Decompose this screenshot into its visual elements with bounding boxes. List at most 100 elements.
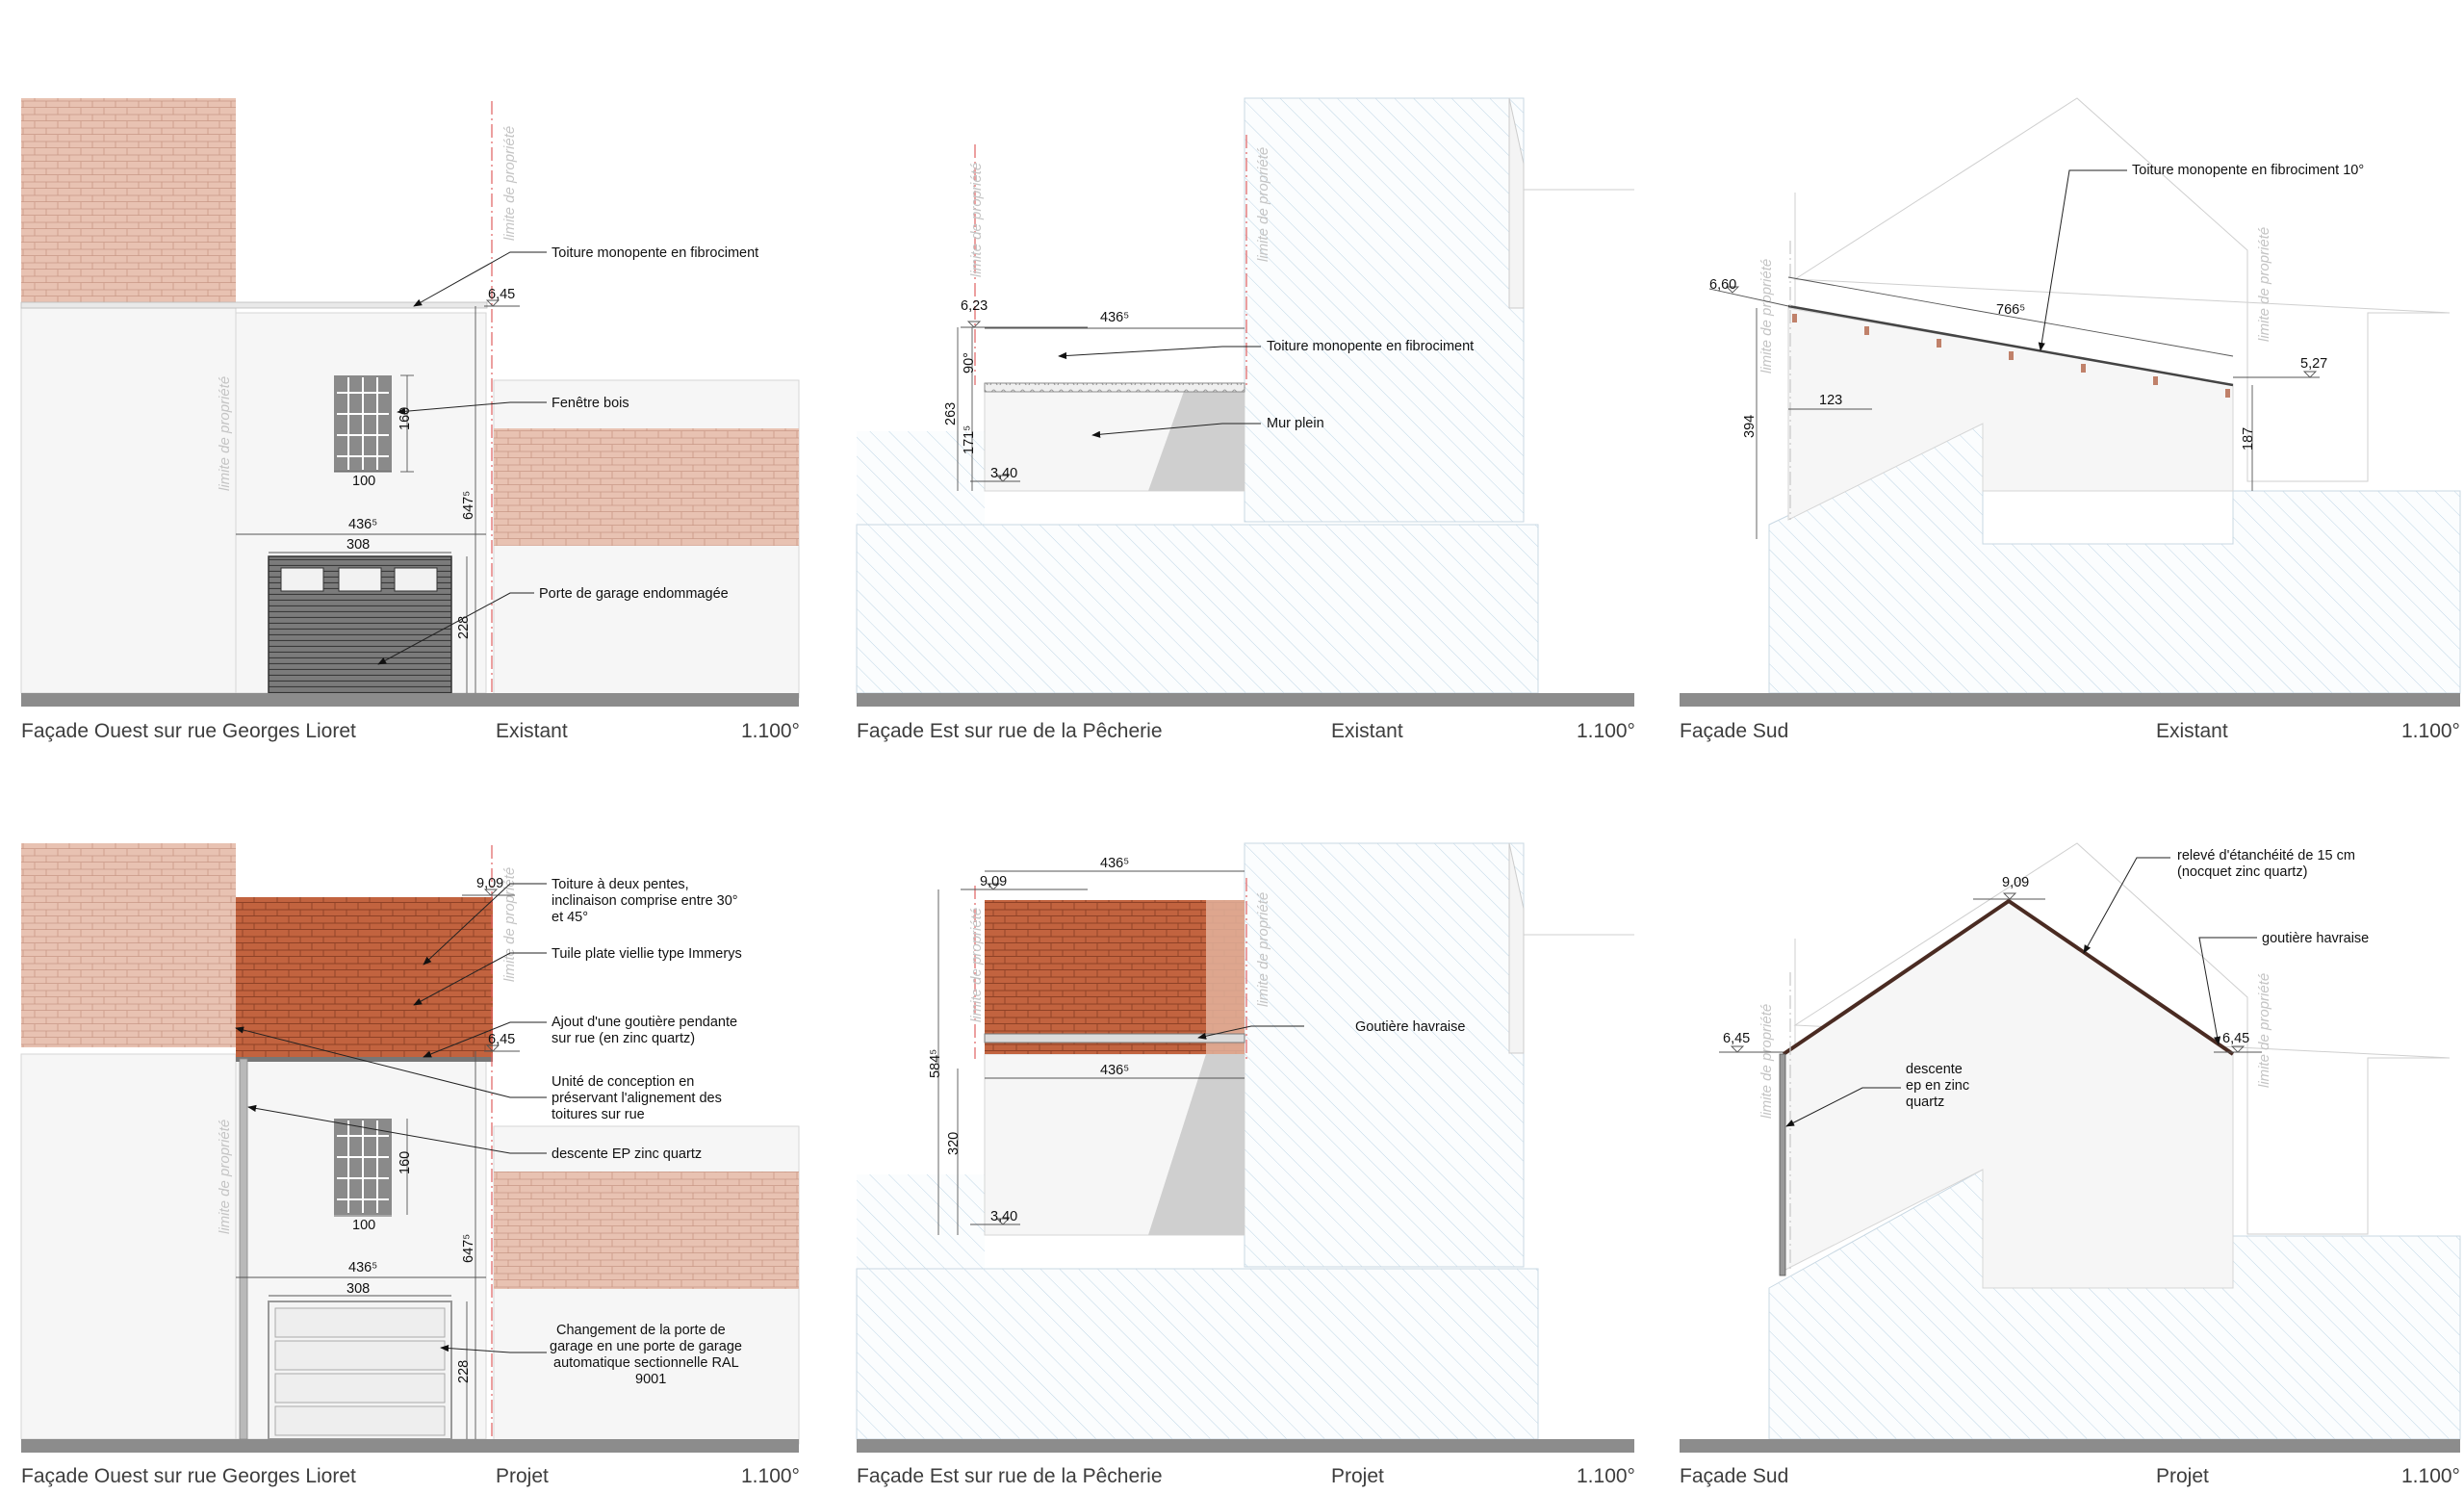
label-mur: Mur plein <box>1267 416 1324 431</box>
dim-w160: 160 <box>398 1151 413 1174</box>
dims: 9,09 436⁵ 436⁵ 584⁵ 320 3,40 <box>928 856 1245 1235</box>
neighbour-roof-right <box>494 1172 799 1289</box>
ground-line <box>857 1439 1634 1453</box>
dim-w4365-top: 436⁵ <box>1100 856 1129 871</box>
label-gouttiere: goutière havraise <box>2262 931 2369 946</box>
state: Projet <box>496 1465 549 1487</box>
neighbour-wall-left <box>20 307 237 694</box>
dim-h340: 3,40 <box>990 1209 1017 1224</box>
garage-door-windows <box>280 567 438 592</box>
wall-shadow <box>1148 1054 1245 1235</box>
dim-h645: 6,45 <box>488 287 515 302</box>
new-tiled-roof <box>236 897 493 1059</box>
label-descente-l1: descente <box>1906 1062 1963 1077</box>
dim-w4365: 436⁵ <box>348 517 377 532</box>
limit-label-left: limite de propriété <box>968 908 985 1022</box>
neighbour-roof-left <box>21 843 236 1047</box>
scale: 1.100° <box>1577 1465 1635 1487</box>
dims: 6,45 160 100 436⁵ 308 647⁵ 228 <box>236 287 520 693</box>
roof-shade <box>1206 900 1245 1054</box>
dim-h909: 9,09 <box>980 874 1007 889</box>
caption: Façade Ouest sur rue Georges Lioret <box>21 720 356 742</box>
dim-h623: 6,23 <box>961 298 988 314</box>
dim-w4365: 436⁵ <box>1100 310 1129 325</box>
caption: Façade Sud <box>1680 720 1788 742</box>
limit-label-left: limite de propriété <box>968 163 985 277</box>
roof-brackets <box>1792 314 2230 398</box>
label-unite-l3: toitures sur rue <box>552 1107 645 1122</box>
label-descente: descente EP zinc quartz <box>552 1146 702 1162</box>
ground-hatch-bottom <box>856 524 1539 694</box>
neighbour-roof-slope <box>1508 97 1525 309</box>
new-tiled-roof <box>985 900 1245 1054</box>
dim-h320: 320 <box>946 1132 962 1155</box>
dim-h228: 228 <box>456 1360 472 1383</box>
dim-h187: 187 <box>2241 427 2256 451</box>
limit-label-right: limite de propriété <box>1255 147 1271 262</box>
label-unite-l2: préservant l'alignement des <box>552 1091 722 1106</box>
label-toiture: Toiture monopente en fibrociment 10° <box>2132 163 2364 178</box>
gable-roof <box>1782 898 2235 1056</box>
limit-label-right: limite de propriété <box>2256 973 2272 1088</box>
dims: 6,23 436⁵ 90° 263 171⁵ 3,40 <box>943 298 1245 491</box>
label-toiture-l3: et 45° <box>552 910 588 925</box>
dim-w100: 100 <box>352 1218 375 1233</box>
neighbour-roof-left <box>21 98 236 302</box>
label-gouttiere-l2: sur rue (en zinc quartz) <box>552 1031 695 1046</box>
label-toiture: Toiture monopente en fibrociment <box>552 245 758 261</box>
limit-label-left: limite de propriété <box>217 1120 233 1234</box>
scale: 1.100° <box>741 720 800 742</box>
label-releve-l2: (nocquet zinc quartz) <box>2177 864 2307 880</box>
door-panels <box>274 1307 446 1436</box>
monopente-roof <box>1787 304 2234 387</box>
ground-line <box>1680 1439 2460 1453</box>
label-gouttiere-l1: Ajout d'une goutière pendante <box>552 1015 737 1030</box>
panel-ouest-existant: limite de propriété limite de propriété … <box>20 98 800 742</box>
dim-w308: 308 <box>346 537 370 553</box>
label-toiture: Toiture monopente en fibrociment <box>1267 339 1474 354</box>
limit-label-right: limite de propriété <box>1255 892 1271 1007</box>
state: Existant <box>2156 720 2228 742</box>
label-toiture-l2: inclinaison comprise entre 30° <box>552 893 738 909</box>
dim-h645: 6,45 <box>488 1032 515 1047</box>
ground-line <box>21 1439 799 1453</box>
label-porte-l4: 9001 <box>635 1372 666 1387</box>
scale: 1.100° <box>2401 720 2460 742</box>
dims: 9,09 6,45 160 100 436⁵ 308 647⁵ 228 <box>236 876 520 1439</box>
caption: Façade Est sur rue de la Pêcherie <box>857 720 1163 742</box>
caption: Façade Sud <box>1680 1465 1788 1487</box>
limit-label-left: limite de propriété <box>1758 259 1775 374</box>
label-fenetre: Fenêtre bois <box>552 396 629 411</box>
neighbour-wall-left <box>20 1053 237 1440</box>
dim-h90: 90° <box>962 352 977 374</box>
limit-label-right: limite de propriété <box>2256 227 2272 342</box>
ground-line <box>1680 693 2460 707</box>
dim-w100: 100 <box>352 474 375 489</box>
dim-w7665: 766⁵ <box>1996 302 2025 318</box>
neighbour-roof-right <box>494 428 799 546</box>
ground-hatch-left <box>857 431 985 528</box>
dims: 6,60 766⁵ 5,27 123 394 187 <box>1708 276 2327 539</box>
dim-h340: 3,40 <box>990 466 1017 481</box>
neighbour-gable-outline <box>1793 97 2451 482</box>
ground-line <box>857 693 1634 707</box>
label-porte-l1: Changement de la porte de <box>556 1323 726 1338</box>
dim-h6475: 647⁵ <box>461 1234 476 1263</box>
dim-h6475: 647⁵ <box>461 491 476 520</box>
scale: 1.100° <box>741 1465 800 1487</box>
dims: 9,09 6,45 6,45 <box>1719 875 2262 1053</box>
dim-w4365: 436⁵ <box>348 1260 377 1275</box>
label-releve-l1: relevé d'étanchéité de 15 cm <box>2177 848 2355 863</box>
panel-est-projet: limite de propriété limite de propriété … <box>856 842 1635 1487</box>
gutter <box>236 1057 493 1062</box>
downpipe <box>239 1058 248 1440</box>
window-bars <box>337 377 389 470</box>
state: Projet <box>1331 1465 1384 1487</box>
label-porte: Porte de garage endommagée <box>539 586 729 602</box>
caption: Façade Est sur rue de la Pêcherie <box>857 1465 1163 1487</box>
scale: 1.100° <box>2401 1465 2460 1487</box>
roof-edge <box>20 301 488 309</box>
label-unite-l1: Unité de conception en <box>552 1074 694 1090</box>
window-bars <box>337 1120 389 1213</box>
label-descente-l3: quartz <box>1906 1095 1944 1110</box>
